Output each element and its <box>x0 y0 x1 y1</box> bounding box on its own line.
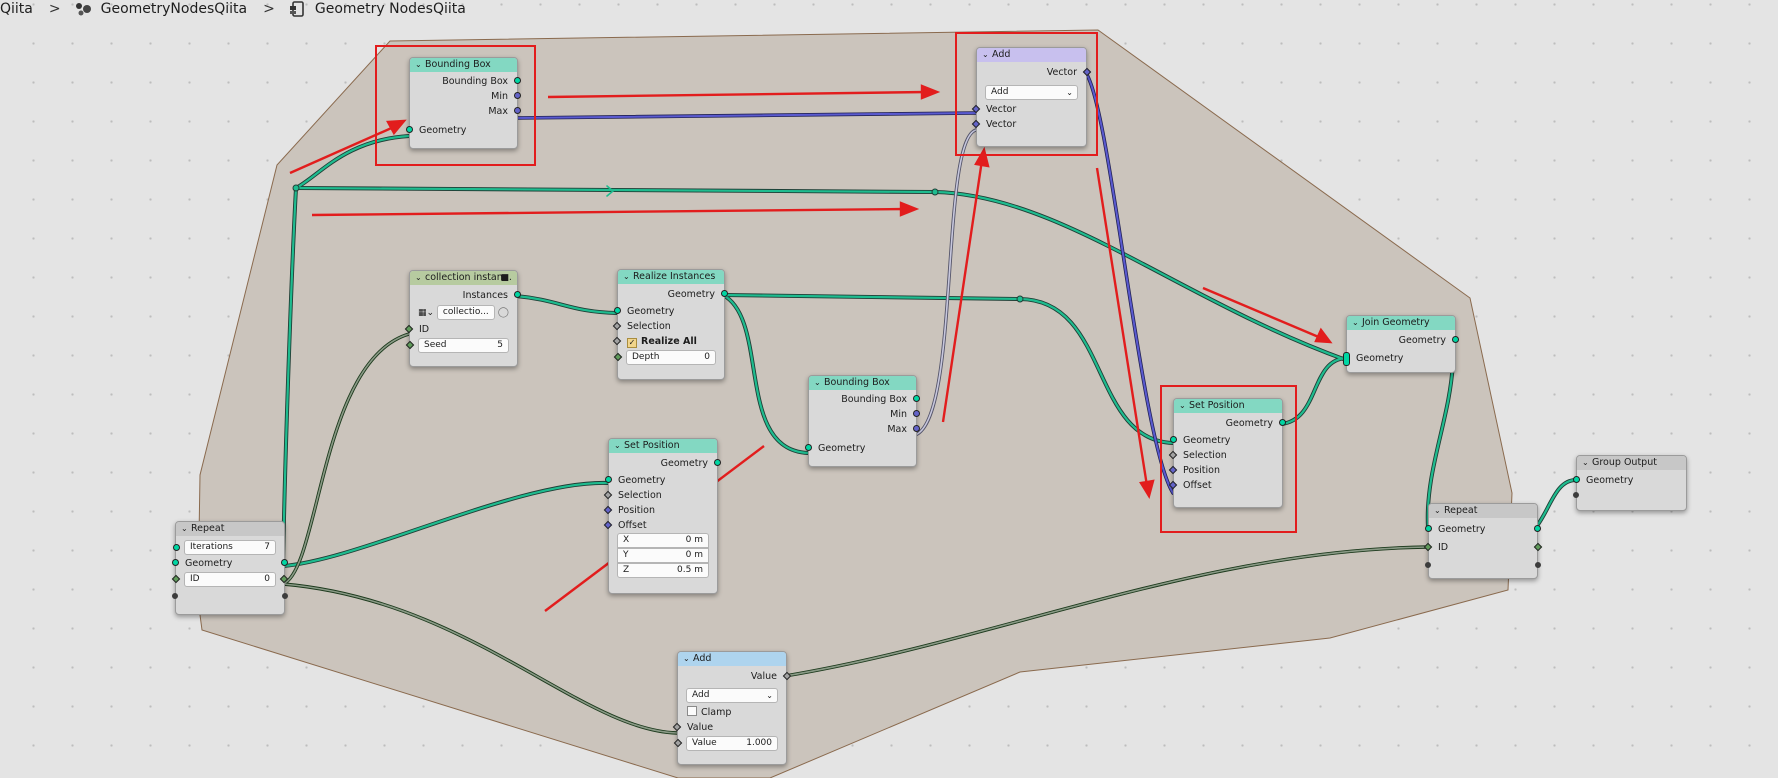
geometry-input-socket[interactable] <box>605 476 612 483</box>
geometry-output-socket[interactable] <box>714 459 721 466</box>
node-header[interactable]: ⌄Bounding Box <box>809 376 916 390</box>
chevron-down-icon: ⌄ <box>1066 88 1073 97</box>
clamp-checkbox[interactable]: Clamp <box>678 705 786 720</box>
node-header[interactable]: ⌄Repeat <box>1429 504 1537 518</box>
geometry-input-socket[interactable] <box>1573 476 1580 483</box>
breadcrumb-separator: > <box>263 1 275 17</box>
extend-output-socket[interactable] <box>1535 562 1541 568</box>
breadcrumb-root[interactable]: Qiita <box>0 1 33 17</box>
operation-dropdown[interactable]: Add⌄ <box>985 85 1078 100</box>
node-header[interactable]: ⌄collection instan...■ <box>410 271 517 285</box>
geometry-input-socket[interactable] <box>805 444 812 451</box>
collection-icon: ■ <box>500 273 509 283</box>
collapse-chevron-icon[interactable]: ⌄ <box>415 273 422 282</box>
collapse-chevron-icon[interactable]: ⌄ <box>814 378 821 387</box>
collection-type-icon[interactable]: ▦⌄ <box>418 307 435 318</box>
node-tree-icon <box>289 1 307 17</box>
geometry-output-socket[interactable] <box>281 559 288 566</box>
node-header[interactable]: ⌄Realize Instances <box>618 270 724 284</box>
iterations-input-socket[interactable] <box>173 544 180 551</box>
vector-add-node[interactable]: ⌄Add Vector Add⌄ Vector Vector <box>971 47 1092 147</box>
checkmark-icon: ✓ <box>627 338 637 348</box>
breadcrumb-separator: > <box>48 1 61 17</box>
operation-dropdown[interactable]: Add⌄ <box>686 688 778 703</box>
min-output-socket[interactable] <box>514 92 521 99</box>
geometry-input-socket[interactable] <box>614 307 621 314</box>
max-output-socket[interactable] <box>514 107 521 114</box>
chevron-down-icon: ⌄ <box>766 691 773 700</box>
geometry-input-socket[interactable] <box>406 126 413 133</box>
group-output-node[interactable]: ⌄Group Output Geometry <box>1573 455 1687 511</box>
node-header[interactable]: ⌄Set Position <box>1174 399 1282 413</box>
bounding-box-node-2[interactable]: ⌄Bounding Box Bounding Box Min Max Geome… <box>805 375 920 467</box>
node-header[interactable]: ⌄Add <box>977 48 1086 62</box>
collapse-chevron-icon[interactable]: ⌄ <box>683 654 690 663</box>
node-header[interactable]: ⌄Group Output <box>1577 456 1686 470</box>
collapse-chevron-icon[interactable]: ⌄ <box>1582 458 1589 467</box>
node-header[interactable]: ⌄Repeat <box>176 522 284 536</box>
node-header[interactable]: ⌄Join Geometry <box>1347 316 1455 330</box>
geometry-output-socket[interactable] <box>1279 419 1286 426</box>
collection-info-node[interactable]: ⌄collection instan...■ Instances ▦⌄ coll… <box>404 270 521 367</box>
geometry-input-socket[interactable] <box>172 559 179 566</box>
geometry-output-socket[interactable] <box>1534 525 1541 532</box>
collapse-chevron-icon[interactable]: ⌄ <box>623 272 630 281</box>
breadcrumb: Qiita > GeometryNodesQiita > Geometry No… <box>0 0 466 18</box>
extend-input-socket[interactable] <box>172 593 178 599</box>
collapse-chevron-icon[interactable]: ⌄ <box>1179 401 1186 410</box>
breadcrumb-node-tree[interactable]: Geometry NodesQiita <box>314 1 466 17</box>
bounding-box-output-socket[interactable] <box>514 77 521 84</box>
collapse-chevron-icon[interactable]: ⌄ <box>181 524 188 533</box>
max-output-socket[interactable] <box>913 425 920 432</box>
breadcrumb-object[interactable]: GeometryNodesQiita <box>100 1 248 17</box>
instances-output-socket[interactable] <box>514 291 521 298</box>
realize-instances-node[interactable]: ⌄Realize Instances Geometry Geometry Sel… <box>612 269 728 380</box>
collapse-chevron-icon[interactable]: ⌄ <box>1352 318 1359 327</box>
node-header[interactable]: ⌄Set Position <box>609 439 717 453</box>
collapse-chevron-icon[interactable]: ⌄ <box>614 441 621 450</box>
extend-input-socket[interactable] <box>1425 562 1431 568</box>
join-geometry-node[interactable]: ⌄Join Geometry Geometry Geometry <box>1343 315 1459 373</box>
bounding-box-output-socket[interactable] <box>913 395 920 402</box>
geometry-output-socket[interactable] <box>1452 336 1459 343</box>
checkbox-icon <box>687 706 697 716</box>
geometry-input-socket[interactable] <box>1170 436 1177 443</box>
repeat-output-node[interactable]: ⌄Repeat Geometry ID <box>1423 503 1543 579</box>
geometry-input-socket[interactable] <box>1425 525 1432 532</box>
collapse-chevron-icon[interactable]: ⌄ <box>1434 506 1441 515</box>
extend-output-socket[interactable] <box>282 593 288 599</box>
geometry-nodes-modifier-icon <box>75 1 93 17</box>
set-position-node[interactable]: ⌄Set Position Geometry Geometry Selectio… <box>603 438 721 594</box>
bounding-box-node[interactable]: ⌄Bounding Box Bounding Box Min Max Geome… <box>406 57 521 149</box>
set-position-node-2[interactable]: ⌄Set Position Geometry Geometry Selectio… <box>1168 398 1286 508</box>
geometry-output-socket[interactable] <box>721 290 728 297</box>
collapse-chevron-icon[interactable]: ⌄ <box>415 60 422 69</box>
collection-selector[interactable]: collectio... <box>436 305 495 320</box>
shield-icon[interactable]: ◯ <box>497 307 509 318</box>
min-output-socket[interactable] <box>913 410 920 417</box>
extend-input-socket[interactable] <box>1573 492 1579 498</box>
node-header[interactable]: ⌄Bounding Box <box>410 58 517 72</box>
collapse-chevron-icon[interactable]: ⌄ <box>982 50 989 59</box>
node-header[interactable]: ⌄Add <box>678 652 786 666</box>
realize-all-checkbox[interactable]: ✓Realize All <box>612 334 724 349</box>
geometry-multi-input-socket[interactable] <box>1343 352 1350 366</box>
